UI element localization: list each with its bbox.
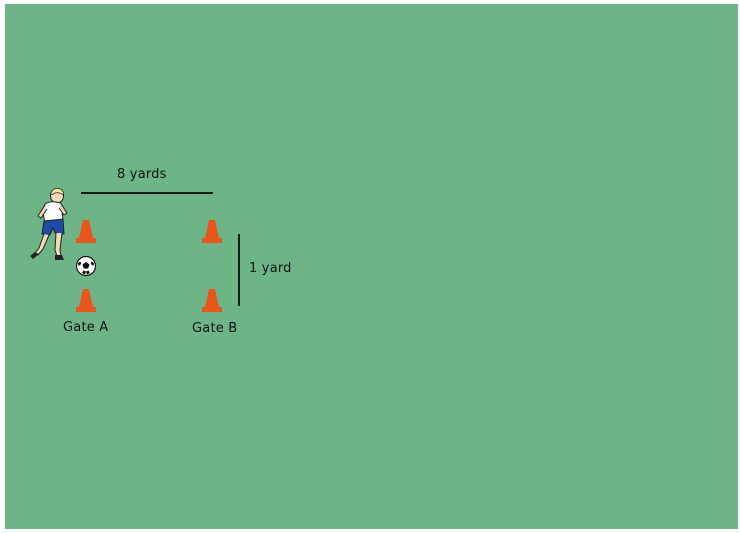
gate-b-top-cone-icon [201,218,223,244]
player-icon [27,186,71,262]
soccer-ball-icon [75,255,97,277]
gate-a-label: Gate A [63,320,108,335]
gate-b-bottom-cone-icon [201,287,223,313]
gate-a-bottom-cone-icon [75,287,97,313]
width-measure-line [81,192,213,194]
gate-b-label: Gate B [192,321,237,336]
field-background [5,4,738,529]
gate-a-top-cone-icon [75,218,97,244]
height-measure-line [238,234,240,306]
width-measure-label: 8 yards [117,167,167,182]
height-measure-label: 1 yard [249,261,292,276]
